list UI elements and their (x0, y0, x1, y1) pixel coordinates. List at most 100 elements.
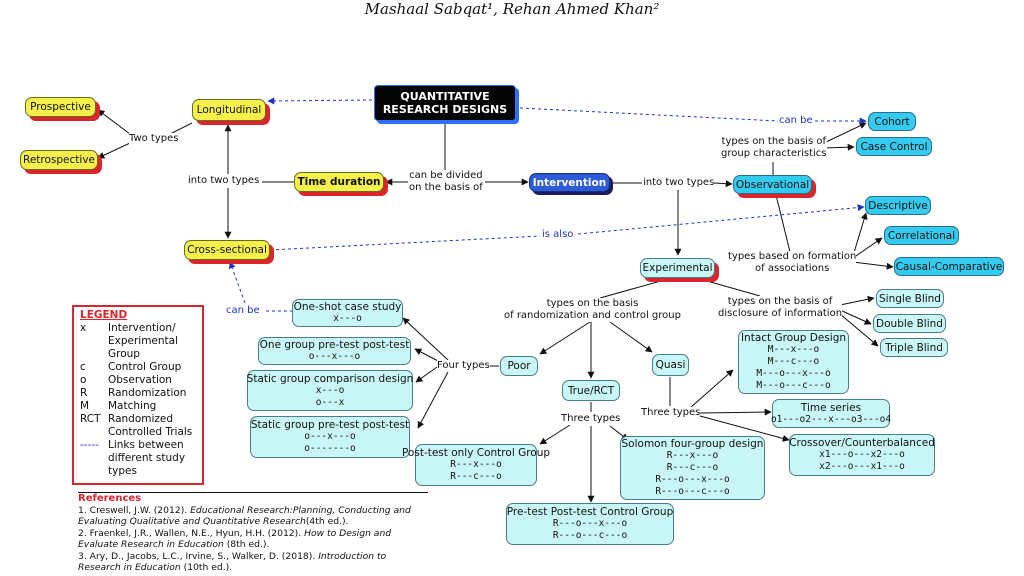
time-duration-node: Time duration (294, 172, 384, 192)
one-group-formula: o---x---o (308, 351, 361, 362)
legend-key: RCT (80, 413, 101, 425)
intact-group-name: Intact Group Design (740, 332, 847, 344)
legend-key-dashed-link: ----- (80, 439, 99, 451)
legend-value: Matching (108, 400, 157, 412)
retrospective-node: Retrospective (20, 150, 98, 170)
cross-sectional-node: Cross-sectional (184, 240, 270, 260)
time-duration-label: Time duration (297, 176, 381, 188)
intact-group-formula-4: M---o---c---o (756, 380, 831, 391)
legend-value: Links between different study types (108, 439, 186, 477)
prepost-control-formula-2: R---o---c---o (552, 530, 628, 541)
intact-group-node: Intact Group Design M---x---o M---c---o … (738, 330, 849, 394)
legend-value: Control Group (108, 361, 182, 373)
double-blind-node: Double Blind (873, 314, 946, 333)
reference-edition: (10th ed.). (180, 562, 233, 573)
causal-comparative-label: Causal-Comparative (895, 260, 1003, 273)
single-blind-node: Single Blind (876, 289, 944, 308)
legend-row: ----- Links between different study types (80, 439, 192, 478)
legend-row: RCT Randomized Controlled Trials (80, 413, 192, 439)
solomon-formula-4: R---o---c---o (655, 486, 730, 497)
reference-authors: 2. Fraenkel, J.R., Wallen, N.E., Hyun, H… (78, 527, 305, 539)
solomon-node: Solomon four-group design R---x---o R---… (620, 436, 765, 500)
legend-value: Observation (108, 374, 172, 386)
longitudinal-node: Longitudinal (192, 99, 266, 121)
four-types-label: Four types (437, 360, 490, 372)
correlational-label: Correlational (887, 229, 956, 242)
cohort-label: Cohort (874, 115, 910, 128)
types-group-char-label: types on the basis of group characterist… (721, 136, 827, 160)
can-be-top-label: can be (779, 115, 813, 127)
types-disclosure-label: types on the basis of disclosure of info… (718, 296, 843, 320)
static-prepost-formula-2: o-------o (304, 443, 356, 454)
types-formation-label: types based on formation of associations (728, 251, 857, 275)
poor-label: Poor (507, 360, 531, 372)
into-two-types-right-label: into two types (643, 177, 715, 189)
references-title: References (78, 493, 142, 504)
legend-key: o (80, 374, 87, 386)
experimental-node: Experimental (640, 258, 715, 278)
prepost-control-node: Pre-test Post-test Control Group R---o--… (506, 503, 674, 545)
main-title-text: QUANTITATIVE RESEARCH DESIGNS (382, 90, 508, 116)
reference-edition: (8th ed.). (223, 539, 270, 550)
intervention-label: Intervention (532, 176, 607, 189)
cross-sectional-label: Cross-sectional (187, 244, 267, 256)
longitudinal-label: Longitudinal (196, 104, 262, 116)
reference-edition: (4th ed.). (305, 516, 349, 527)
main-title-node: QUANTITATIVE RESEARCH DESIGNS (374, 85, 516, 121)
case-control-node: Case Control (856, 137, 932, 156)
intact-group-formula-3: M---o---x---o (756, 368, 831, 379)
static-group-formula-2: o---x (315, 396, 345, 408)
observational-label: Observational (735, 178, 810, 191)
solomon-formula-2: R---c---o (666, 462, 719, 473)
descriptive-label: Descriptive (868, 199, 928, 212)
prepost-control-formula-1: R---o---x---o (552, 518, 628, 529)
posttest-only-node: Post-test only Control Group R---x---o R… (402, 444, 550, 486)
double-blind-label: Double Blind (876, 317, 943, 330)
reference-item: 1. Creswell, J.W. (2012). Educational Re… (78, 505, 428, 528)
reference-title: Educational Research:Planning, Conductin… (78, 504, 411, 528)
cohort-node: Cohort (868, 112, 916, 131)
static-prepost-name: Static group pre-test post-test (250, 419, 410, 431)
static-group-node: Static group comparison design x---o o--… (247, 370, 413, 411)
legend-value: Intervention/ Experimental Group (108, 322, 179, 360)
types-randomization-label: types on the basis of randomization and … (504, 298, 681, 322)
is-also-label: is also (542, 229, 574, 241)
legend-row: o Observation (80, 374, 192, 387)
legend-key: M (80, 400, 90, 412)
can-be-divided-label: can be divided on the basis of (409, 170, 483, 194)
time-series-name: Time series (800, 401, 862, 414)
quasi-node: Quasi (652, 354, 689, 376)
posttest-only-formula-2: R---c---o (450, 471, 502, 482)
reference-item: 2. Fraenkel, J.R., Wallen, N.E., Hyun, H… (78, 528, 428, 551)
reference-title: Introduction to Research in Education (78, 550, 387, 574)
one-group-name: One group pre-test post-test (259, 339, 410, 351)
crossover-name: Crossover/Counterbalanced (789, 437, 935, 449)
single-blind-label: Single Blind (879, 292, 941, 305)
crossover-node: Crossover/Counterbalanced x1---o---x2---… (789, 434, 935, 476)
reference-title: How to Design and Evaluate Research in E… (78, 527, 392, 551)
solomon-formula-3: R---o---x---o (655, 474, 730, 485)
intervention-node: Intervention (529, 173, 610, 192)
prospective-label: Prospective (30, 101, 91, 113)
intact-group-formula-1: M---x---o (767, 344, 820, 355)
legend-value: Randomized Controlled Trials (108, 413, 193, 438)
static-group-name: Static group comparison design (246, 372, 414, 385)
time-series-node: Time series o1---o2---x---o3---o4 (771, 399, 891, 428)
one-shot-name: One-shot case study (293, 301, 402, 313)
descriptive-node: Descriptive (865, 196, 931, 215)
causal-comparative-node: Causal-Comparative (894, 257, 1004, 276)
legend-row: M Matching (80, 400, 192, 413)
solomon-formula-1: R---x---o (666, 450, 719, 461)
crossover-formula-1: x1---o---x2---o (819, 449, 905, 460)
can-be-left-label: can be (226, 305, 260, 317)
two-types-label: Two types (129, 133, 179, 145)
static-group-formula-1: x---o (315, 384, 345, 396)
three-types-true-label: Three types (561, 413, 621, 425)
legend-key: x (80, 322, 87, 334)
crossover-formula-2: x2---o---x1---o (819, 461, 905, 472)
solomon-name: Solomon four-group design (621, 438, 764, 450)
